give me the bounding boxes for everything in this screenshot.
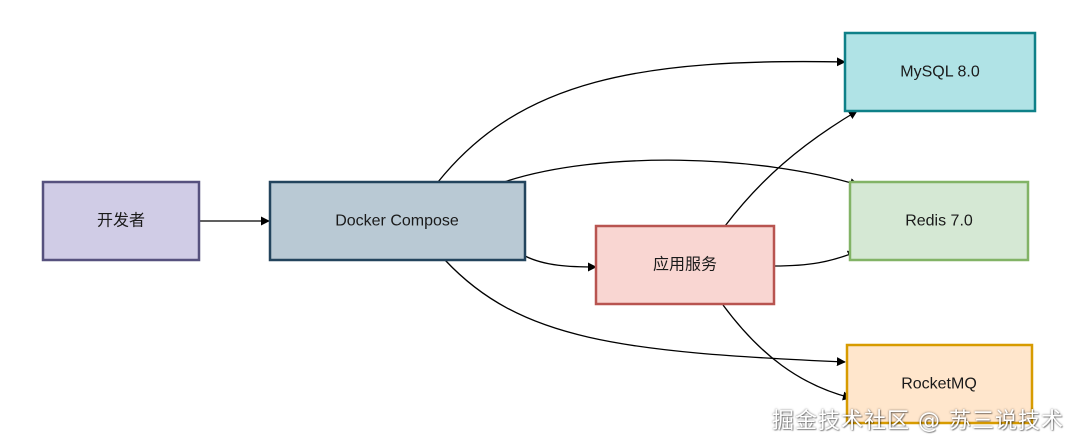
edge-app-to-rocketmq [722, 304, 852, 401]
node-mysql-box [843, 31, 1037, 113]
node-app-box [594, 224, 776, 306]
edge-app-to-redis [773, 250, 857, 267]
edge-app-to-mysql [724, 110, 858, 227]
node-developer-box [41, 180, 201, 262]
edge-compose-to-rocketmq [444, 259, 846, 367]
node-developer-label: 开发者 [97, 212, 145, 230]
node-app: 应用服务 [594, 224, 776, 306]
node-compose: Docker Compose [268, 180, 527, 262]
node-developer: 开发者 [41, 180, 201, 262]
watermark-text: 掘金技术社区 @ 苏三说技术 [772, 409, 1064, 434]
edge-compose-to-mysql [437, 57, 846, 183]
edge-compose-to-redis [503, 159, 859, 187]
edge-compose-to-app [524, 255, 597, 272]
node-redis-label: Redis 7.0 [905, 213, 973, 230]
node-rocketmq-label: RocketMQ [901, 376, 977, 393]
node-rocketmq: RocketMQ [845, 343, 1034, 425]
node-rocketmq-box [845, 343, 1034, 425]
node-redis-box [848, 180, 1030, 262]
node-redis: Redis 7.0 [848, 180, 1030, 262]
node-mysql-label: MySQL 8.0 [900, 64, 980, 81]
node-compose-label: Docker Compose [335, 213, 459, 230]
edges [199, 57, 859, 401]
node-mysql: MySQL 8.0 [843, 31, 1037, 113]
node-compose-box [268, 180, 527, 262]
node-app-label: 应用服务 [653, 255, 717, 274]
